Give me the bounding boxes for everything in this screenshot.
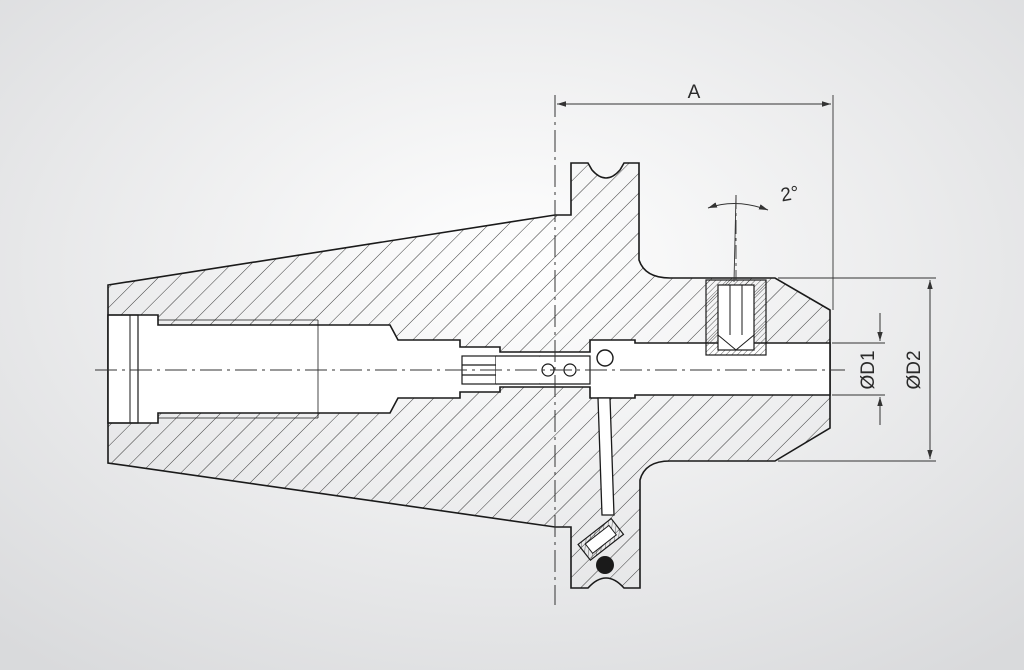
cross-pin xyxy=(596,349,614,367)
dimension-a-label: A xyxy=(688,82,701,103)
coolant-channel xyxy=(597,397,615,516)
dimension-d2: ØD2 xyxy=(778,277,936,462)
tool-holder-section xyxy=(107,162,831,589)
angled-set-screw xyxy=(577,517,625,562)
radial-set-screw xyxy=(705,279,767,356)
angle-label: 2° xyxy=(779,183,801,207)
diameter-d2-label: ØD2 xyxy=(904,350,925,389)
dimension-a: A xyxy=(557,82,834,310)
angle-dimension: 2° xyxy=(707,183,801,283)
dimension-d1: ØD1 xyxy=(832,313,885,425)
diameter-d1-label: ØD1 xyxy=(858,350,879,389)
ball-detail xyxy=(596,556,614,574)
front-recess xyxy=(108,314,139,424)
